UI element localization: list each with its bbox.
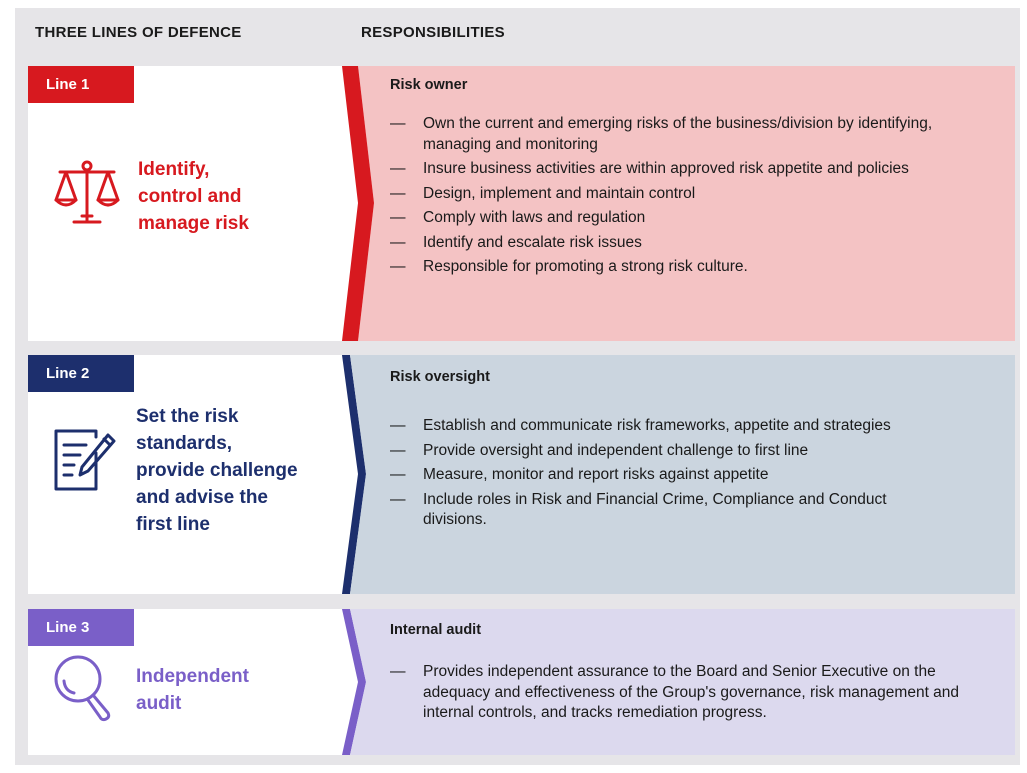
bullet-text: Provides independent assurance to the Bo… bbox=[423, 663, 960, 721]
bullet-text: Responsible for promoting a strong risk … bbox=[423, 258, 748, 275]
bullet-text: Design, implement and maintain control bbox=[423, 184, 696, 202]
bullet-text: Measure, monitor and report risks agains… bbox=[423, 466, 769, 483]
line-2-title: Set the risk standards, provide challeng… bbox=[136, 403, 298, 538]
line-1-panel bbox=[28, 66, 358, 341]
bullet-dash: — bbox=[390, 184, 406, 202]
line-2-bullet-list: — Establish and communicate risk framewor… bbox=[390, 416, 950, 535]
line-1-chevron bbox=[328, 66, 374, 341]
line-3-responsibility-title: Internal audit bbox=[390, 622, 482, 638]
bullet-dash: — bbox=[390, 258, 406, 275]
line-2-chevron bbox=[328, 355, 388, 594]
line-1-responsibilities-panel bbox=[358, 66, 1015, 341]
bullet-dash: — bbox=[390, 115, 406, 132]
line-1-title-line: manage risk bbox=[138, 213, 249, 234]
bullet-dash: — bbox=[390, 441, 406, 459]
line-3-title-line: Independent bbox=[136, 666, 249, 687]
list-item: — Responsible for promoting a strong risk… bbox=[390, 257, 990, 278]
line-1-responsibility-title: Risk owner bbox=[390, 77, 468, 93]
bullet-text: Include roles in Risk and Financial Crim… bbox=[423, 490, 887, 529]
line-3-responsibilities-panel bbox=[358, 609, 1015, 755]
bullet-text: Comply with laws and regulation bbox=[423, 209, 646, 226]
document-pen-icon bbox=[54, 429, 116, 491]
list-item: — Comply with laws and regulation bbox=[390, 208, 990, 229]
list-item: — Establish and communicate risk framewor… bbox=[390, 416, 950, 437]
list-item: — Insure business activities are within a… bbox=[390, 159, 990, 180]
bullet-dash: — bbox=[390, 466, 406, 483]
line-1-row: Line 1 Identify, control and manage risk… bbox=[28, 66, 1015, 341]
line-3-badge: Line 3 bbox=[28, 609, 134, 646]
list-item: — Own the current and emerging risks of t… bbox=[390, 114, 990, 155]
bullet-text: Insure business activities are within ap… bbox=[423, 160, 909, 177]
line-3-title: Independent audit bbox=[136, 663, 249, 717]
line-2-title-line: provide challenge bbox=[136, 460, 298, 481]
bullet-text: Establish and communicate risk framework… bbox=[423, 417, 891, 434]
bullet-text: Identify and escalate risk issues bbox=[423, 233, 642, 251]
bullet-text: Provide oversight and independent challe… bbox=[423, 441, 809, 459]
line-1-badge: Line 1 bbox=[28, 66, 134, 103]
line-2-responsibilities-panel bbox=[358, 355, 1015, 594]
line-3-bullet-list: — Provides independent assurance to the B… bbox=[390, 662, 980, 728]
line-3-chevron bbox=[328, 609, 388, 755]
header-lines-of-defence: THREE LINES OF DEFENCE bbox=[35, 24, 242, 41]
bullet-dash: — bbox=[390, 160, 406, 177]
line-2-title-line: first line bbox=[136, 514, 210, 535]
list-item: — Provides independent assurance to the B… bbox=[390, 662, 980, 724]
line-1-title-line: Identify, bbox=[138, 159, 210, 180]
list-item: — Measure, monitor and report risks again… bbox=[390, 465, 950, 486]
line-3-title-line: audit bbox=[136, 693, 182, 714]
magnifier-icon bbox=[54, 655, 111, 722]
list-item: — Design, implement and maintain control bbox=[390, 184, 990, 205]
bullet-text: Own the current and emerging risks of th… bbox=[423, 115, 933, 153]
line-2-title-line: standards, bbox=[136, 433, 233, 454]
header-responsibilities: RESPONSIBILITIES bbox=[361, 24, 505, 41]
line-2-responsibility-title: Risk oversight bbox=[390, 369, 490, 385]
bullet-dash: — bbox=[390, 490, 406, 508]
bullet-dash: — bbox=[390, 209, 406, 226]
bullet-dash: — bbox=[390, 233, 406, 251]
scales-icon bbox=[54, 160, 120, 224]
line-1-title: Identify, control and manage risk bbox=[138, 156, 249, 237]
line-2-title-line: Set the risk bbox=[136, 406, 239, 427]
bullet-dash: — bbox=[390, 663, 406, 680]
line-2-row: Line 2 Set the risk standards, provide c… bbox=[28, 355, 1015, 594]
line-2-title-line: and advise the bbox=[136, 487, 268, 508]
bullet-dash: — bbox=[390, 417, 406, 434]
list-item: — Include roles in Risk and Financial Cri… bbox=[390, 490, 950, 531]
line-3-row: Line 3 Independent audit Internal audit … bbox=[28, 609, 1015, 755]
list-item: — Identify and escalate risk issues bbox=[390, 233, 990, 254]
line-1-title-line: control and bbox=[138, 186, 242, 207]
list-item: — Provide oversight and independent chall… bbox=[390, 441, 950, 462]
line-2-badge: Line 2 bbox=[28, 355, 134, 392]
line-1-bullet-list: — Own the current and emerging risks of t… bbox=[390, 114, 990, 282]
